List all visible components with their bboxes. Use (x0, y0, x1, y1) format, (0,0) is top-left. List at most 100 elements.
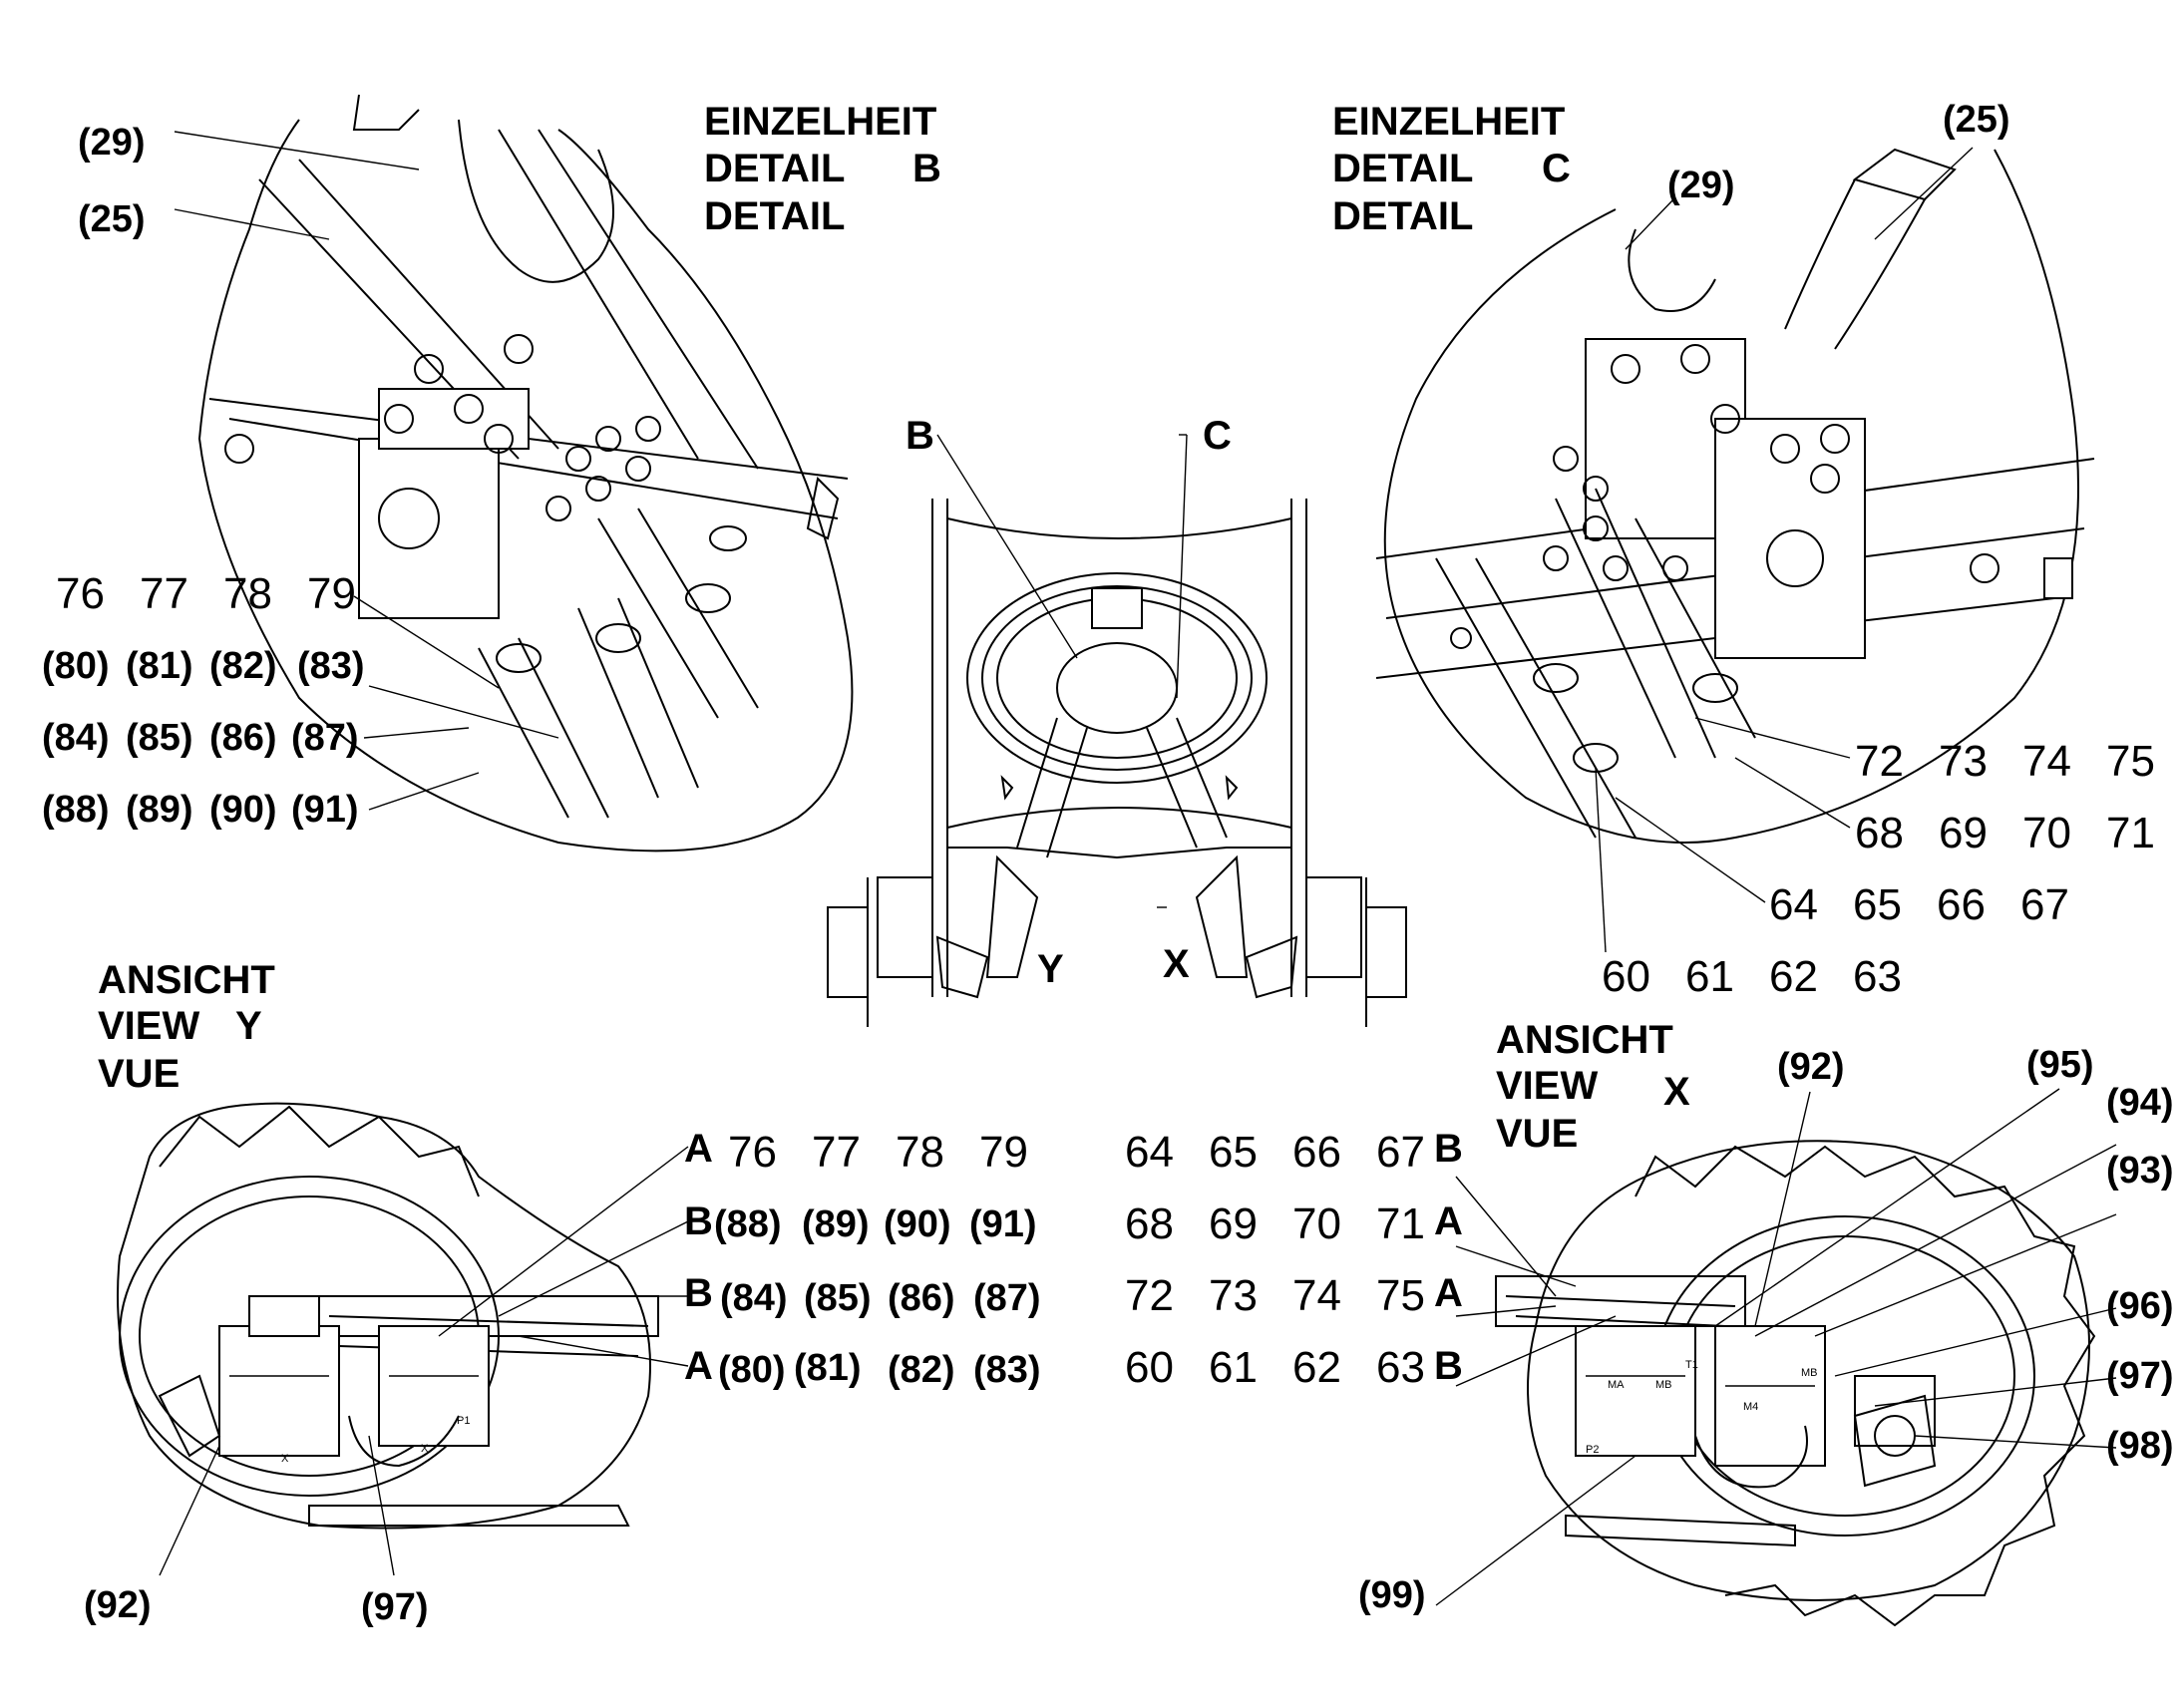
detail-b-num-78: 78 (223, 569, 272, 618)
view-x-leaders (1435, 1088, 2117, 1606)
detail-b-letter: B (912, 147, 941, 190)
detail-c-num-67: 67 (2020, 880, 2069, 929)
view-x-t1-c1: 64 (1125, 1128, 1174, 1177)
detail-c-num-66: 66 (1937, 880, 1986, 929)
view-y-t1-c1: 76 (728, 1128, 777, 1177)
view-x-port-2: A (1434, 1199, 1463, 1243)
view-y-t1-c2: 77 (812, 1128, 861, 1177)
view-x-t1-c2: 65 (1209, 1128, 1258, 1177)
detail-b-heading-2: DETAIL (704, 147, 845, 190)
view-x-callout-96: (96) (2106, 1285, 2174, 1327)
detail-c-heading-1: EINZELHEIT (1332, 100, 1565, 144)
detail-b-r1-c3: (82) (209, 645, 277, 687)
detail-c-num-75: 75 (2106, 737, 2155, 786)
view-x-t4-c2: 61 (1209, 1343, 1258, 1392)
view-x-t3-c1: 72 (1125, 1271, 1174, 1320)
view-x-t2-c3: 70 (1292, 1199, 1341, 1248)
detail-c-num-63: 63 (1853, 952, 1902, 1001)
overview-label-c: C (1203, 414, 1232, 458)
detail-c-callout-25: (25) (1943, 99, 2010, 141)
view-x-port-3: A (1434, 1271, 1463, 1315)
detail-c-num-72: 72 (1855, 737, 1904, 786)
view-x-t3-c2: 73 (1209, 1271, 1258, 1320)
view-y-t3-c1: (84) (720, 1277, 788, 1319)
view-y-mark-p1: P1 (457, 1415, 470, 1427)
detail-b-r3-c1: (88) (42, 789, 110, 831)
detail-b-leaders (174, 131, 559, 811)
view-y-t2-c4: (91) (969, 1203, 1037, 1245)
view-y-drawing (117, 1102, 659, 1530)
view-x-drawing (1495, 1140, 2096, 1627)
detail-b-heading-3: DETAIL (704, 194, 845, 238)
overview-label-b: B (906, 414, 934, 458)
view-x-mark-m4: M4 (1743, 1401, 1758, 1413)
view-x-t2-c2: 69 (1209, 1199, 1258, 1248)
view-y-heading-2: VIEW (98, 1004, 199, 1048)
view-x-mark-p2: P2 (1586, 1444, 1599, 1456)
view-y-port-1: A (684, 1127, 713, 1171)
detail-b-drawing (197, 94, 854, 853)
detail-c-num-61: 61 (1685, 952, 1734, 1001)
overview-leaders (936, 434, 1188, 699)
detail-c-num-68: 68 (1855, 809, 1904, 857)
detail-b-num-77: 77 (140, 569, 188, 618)
view-x-letter: X (1663, 1070, 1690, 1114)
view-x-mark-mb1: MB (1655, 1379, 1672, 1391)
view-y-mark-x1: X (281, 1453, 289, 1465)
view-x-t3-c4: 75 (1376, 1271, 1425, 1320)
detail-c-num-65: 65 (1853, 880, 1902, 929)
detail-c-leaders (1595, 147, 1974, 953)
view-x-callout-97: (97) (2106, 1355, 2174, 1397)
view-y-callout-97: (97) (361, 1586, 429, 1628)
view-x-port-4: B (1434, 1344, 1463, 1388)
overview-label-x: X (1163, 942, 1190, 986)
view-y-t1-c4: 79 (979, 1128, 1028, 1177)
view-x-mark-mb2: MB (1801, 1367, 1818, 1379)
view-x-t2-c1: 68 (1125, 1199, 1174, 1248)
view-y-t3-c4: (87) (973, 1277, 1041, 1319)
view-y-t2-c1: (88) (714, 1203, 782, 1245)
view-y-t4-c4: (83) (973, 1349, 1041, 1391)
detail-c-heading-2: DETAIL (1332, 147, 1473, 190)
detail-b-r3-c4: (91) (291, 789, 359, 831)
view-y-port-3: B (684, 1271, 713, 1315)
detail-b-r3-c3: (90) (209, 789, 277, 831)
view-y-t4-c2: (81) (794, 1347, 862, 1389)
detail-b-num-79: 79 (307, 569, 356, 618)
detail-b-heading-1: EINZELHEIT (704, 100, 936, 144)
detail-c-callout-29: (29) (1667, 165, 1735, 206)
detail-b-r2-c3: (86) (209, 717, 277, 759)
view-x-callout-93: (93) (2106, 1150, 2174, 1192)
view-x-callout-95: (95) (2026, 1044, 2094, 1086)
view-x-t2-c4: 71 (1376, 1199, 1425, 1248)
view-x-callout-94: (94) (2106, 1082, 2174, 1124)
view-y-t2-c3: (90) (884, 1203, 951, 1245)
detail-c-num-70: 70 (2022, 809, 2071, 857)
detail-b-r3-c2: (89) (126, 789, 193, 831)
view-x-t3-c3: 74 (1292, 1271, 1341, 1320)
view-x-heading-3: VUE (1496, 1112, 1578, 1156)
view-y-t3-c3: (86) (888, 1277, 955, 1319)
view-x-mark-ma: MA (1608, 1379, 1625, 1391)
detail-c-heading-3: DETAIL (1332, 194, 1473, 238)
detail-b-callout-25: (25) (78, 198, 146, 240)
detail-c-drawing (1375, 148, 2095, 844)
view-x-mark-t1: T1 (1685, 1359, 1698, 1371)
view-y-heading-1: ANSICHT (98, 958, 275, 1002)
detail-c-num-64: 64 (1769, 880, 1818, 929)
view-y-letter: Y (235, 1004, 262, 1048)
view-x-callout-99: (99) (1358, 1574, 1426, 1616)
view-x-callout-92: (92) (1777, 1046, 1845, 1088)
view-y-mark-x2: X (421, 1443, 429, 1455)
detail-b-callout-29: (29) (78, 122, 146, 164)
view-y-t1-c3: 78 (896, 1128, 944, 1177)
view-y-t3-c2: (85) (804, 1277, 872, 1319)
view-x-t4-c4: 63 (1376, 1343, 1425, 1392)
view-y-heading-3: VUE (98, 1052, 180, 1096)
detail-b-r2-c1: (84) (42, 717, 110, 759)
view-x-t1-c3: 66 (1292, 1128, 1341, 1177)
view-y-t2-c2: (89) (802, 1203, 870, 1245)
detail-c-letter: C (1542, 147, 1571, 190)
